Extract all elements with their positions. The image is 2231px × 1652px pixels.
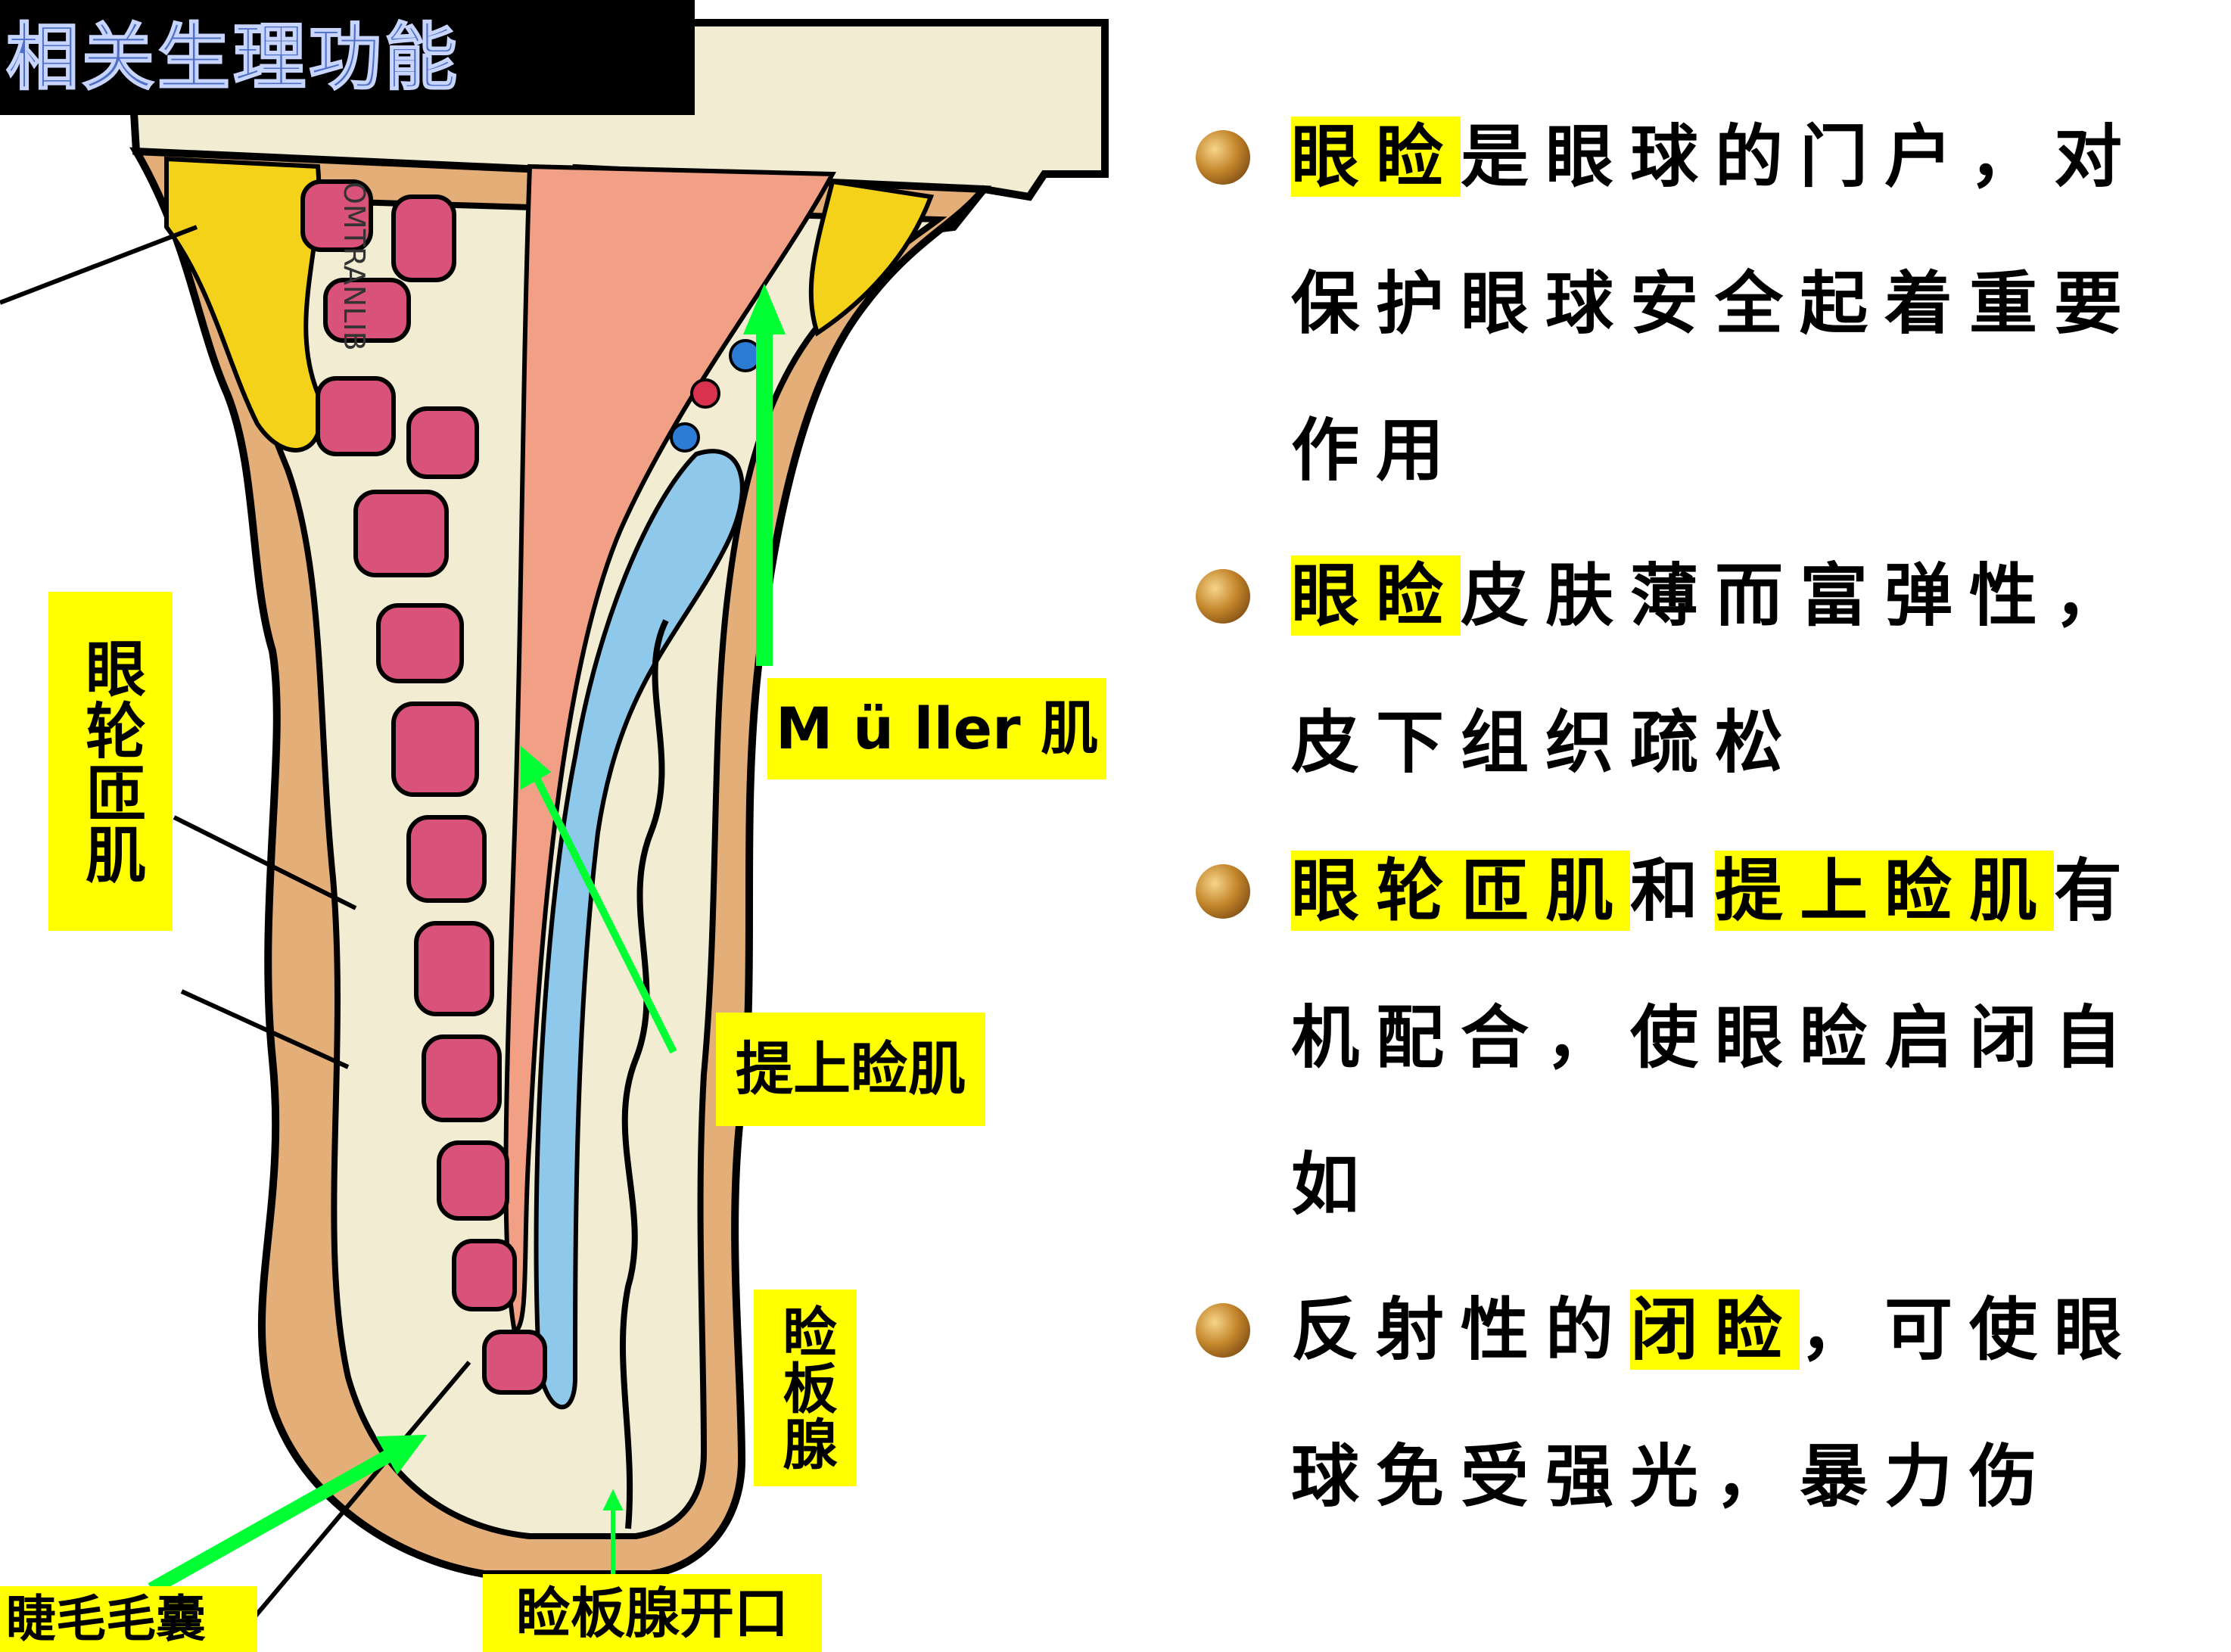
vessel-blue-2 <box>670 422 700 453</box>
eyelid-cross-section-diagram: OMTRANLIB <box>0 19 1109 1651</box>
highlight-text: 眼睑 <box>1291 117 1461 197</box>
label-meibomian-opening: 睑板腺开口 <box>483 1574 822 1652</box>
plain-text: 和 <box>1630 851 1715 931</box>
highlight-text: 眼睑 <box>1291 555 1461 636</box>
watermark-text: OMTRANLIB <box>338 182 371 351</box>
bullet-text: 眼睑皮肤薄而富弹性，皮下组织疏松 <box>1291 522 2199 816</box>
orbital-fat-left <box>164 156 323 453</box>
label-muller-muscle: M ü ller 肌 <box>767 678 1106 779</box>
highlight-text: 提上睑肌 <box>1715 851 2054 931</box>
meibomian-duct <box>619 619 669 1529</box>
tarsal-glands <box>300 179 547 1395</box>
bullet-text: 眼睑是眼球的门户，对保护眼球安全起着重要作用 <box>1291 83 2199 524</box>
arrows <box>148 283 786 1595</box>
plain-text: ，可使眼球免受强光，暴力伤 <box>1291 1290 2139 1517</box>
label-levator-palpebrae: 提上睑肌 <box>716 1013 985 1126</box>
orbital-fat-right <box>808 179 935 337</box>
plain-text: 反射性的 <box>1291 1290 1630 1370</box>
title-bar: 相关生理功能 <box>0 0 695 115</box>
bullet-text: 眼轮匝肌和提上睑肌有机配合，使眼睑启闭自如 <box>1291 817 2199 1258</box>
plain-text: 有机配合，使眼睑启闭自如 <box>1291 851 2139 1224</box>
levator-muscle <box>503 163 836 1336</box>
label-eyelash-follicle: 睫毛毛囊 <box>0 1586 257 1652</box>
bullet-icon <box>1196 864 1250 919</box>
highlight-text: 眼轮匝肌 <box>1291 851 1630 931</box>
bullet-text: 反射性的闭睑，可使眼球免受强光，暴力伤 <box>1291 1256 2199 1550</box>
plain-text: 皮肤薄而富弹性，皮下组织疏松 <box>1291 555 2139 782</box>
label-meibomian-gland: 睑板腺 <box>754 1290 857 1486</box>
vessel-red <box>690 378 720 409</box>
label-orbicularis-oculi: 眼轮匝肌 <box>48 592 173 931</box>
bullet-icon <box>1196 130 1250 185</box>
bullet-icon <box>1196 569 1250 624</box>
pointer-line-3 <box>180 989 350 1069</box>
pointer-line-4 <box>225 1361 471 1651</box>
highlight-text: 闭睑 <box>1630 1290 1800 1370</box>
slide-title: 相关生理功能 <box>5 14 460 101</box>
plain-text: 是眼球的门户，对保护眼球安全起着重要作用 <box>1291 117 2139 490</box>
pointer-line-1 <box>0 225 198 305</box>
conjunctiva <box>534 449 745 1410</box>
pointer-line-2 <box>173 815 357 910</box>
bullet-icon <box>1196 1303 1250 1358</box>
